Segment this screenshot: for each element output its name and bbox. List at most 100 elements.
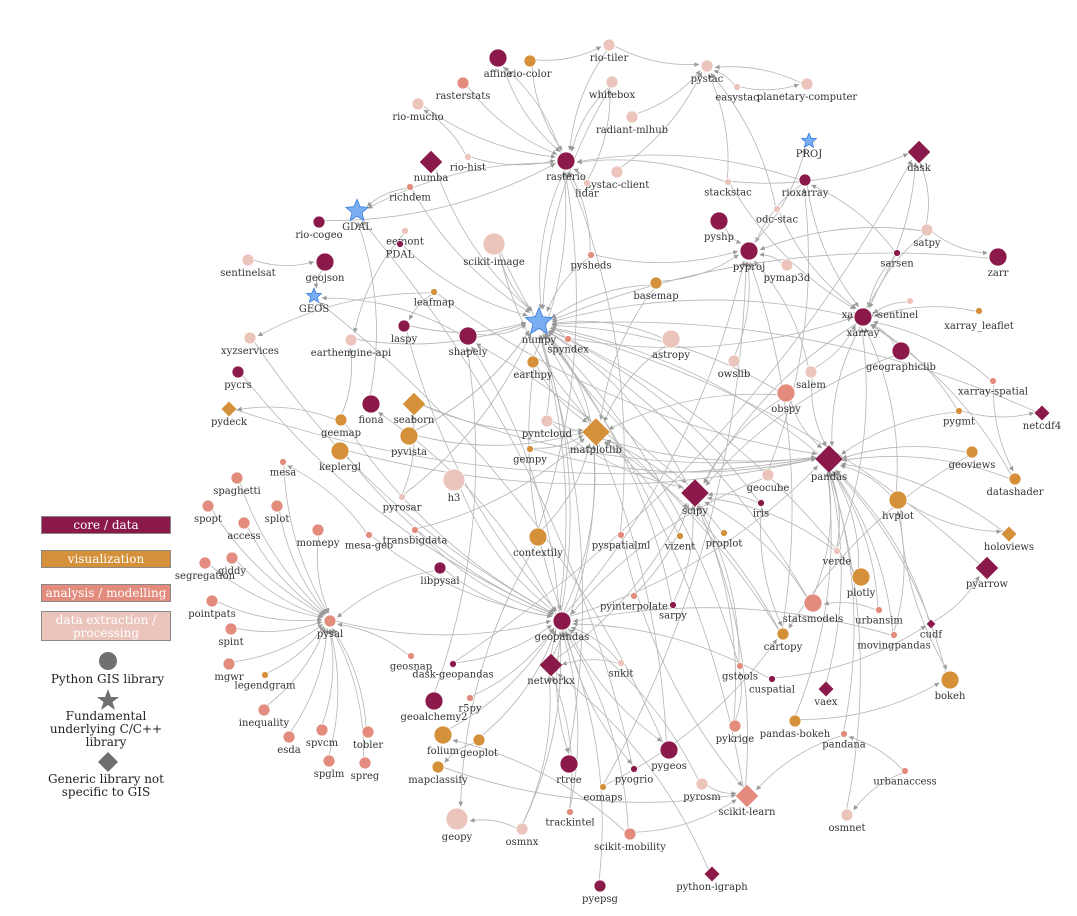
node-legendgram[interactable]: legendgram [235, 671, 296, 692]
node-iris[interactable]: iris [753, 499, 769, 520]
node-dask-geopandas[interactable]: dask-geopandas [412, 660, 494, 681]
node-pandas-bokeh[interactable]: pandas-bokeh [760, 714, 831, 740]
node-mapclassify[interactable]: mapclassify [408, 760, 468, 786]
node-mgwr[interactable]: mgwr [214, 657, 244, 683]
node-salem[interactable]: salem [796, 365, 826, 391]
node-rioxarray[interactable]: rioxarray [782, 173, 829, 199]
node-networkx[interactable]: networkx [527, 653, 575, 687]
node-spopt[interactable]: spopt [194, 499, 222, 525]
node-tobler[interactable]: tobler [353, 725, 384, 751]
node-keplergl[interactable]: keplergl [319, 441, 361, 473]
node-rasterio[interactable]: rasterio [546, 151, 586, 183]
node-richdem[interactable]: richdem [389, 183, 431, 204]
node-stackstac[interactable]: stackstac [704, 178, 752, 199]
node-geoplot[interactable]: geoplot [460, 733, 498, 759]
node-astropy[interactable]: astropy [652, 329, 690, 361]
node-rio-hist[interactable]: rio-hist [450, 153, 486, 174]
node-xarray-spatial[interactable]: xarray-spatial [958, 377, 1028, 398]
node-geopandas[interactable]: geopandas [535, 611, 590, 643]
node-pykrige[interactable]: pykrige [716, 719, 754, 745]
node-GEOS[interactable]: GEOS [299, 287, 329, 315]
node-urbansim[interactable]: urbansim [855, 606, 903, 627]
node-pyntcloud[interactable]: pyntcloud [522, 414, 573, 440]
node-spaghetti[interactable]: spaghetti [213, 471, 261, 497]
node-spint[interactable]: spint [218, 622, 244, 648]
node-earthengine-api[interactable]: earthengine-api [311, 333, 391, 359]
node-PROJ[interactable]: PROJ [796, 132, 822, 160]
node-geographiclib[interactable]: geographiclib [866, 341, 936, 373]
node-h3[interactable]: h3 [442, 468, 466, 504]
node-geoviews[interactable]: geoviews [949, 445, 996, 471]
node-bokeh[interactable]: bokeh [935, 670, 966, 702]
node-proplot[interactable]: proplot [706, 529, 743, 550]
node-sarsen[interactable]: sarsen [880, 249, 914, 270]
node-pystac[interactable]: pystac [691, 59, 724, 85]
node-momepy[interactable]: momepy [297, 523, 340, 549]
node-vizent[interactable]: vizent [664, 532, 696, 553]
node-plotly[interactable]: plotly [847, 567, 876, 599]
node-odc-stac[interactable]: odc-stac [756, 205, 799, 226]
node-rio-mucho[interactable]: rio-mucho [392, 97, 444, 123]
node-transbigdata[interactable]: transbigdata [383, 526, 448, 547]
node-shapely[interactable]: shapely [449, 326, 488, 358]
node-earthpy[interactable]: earthpy [513, 355, 553, 381]
node-folium[interactable]: folium [427, 725, 460, 757]
node-python-igraph[interactable]: python-igraph [676, 866, 748, 894]
node-pygmt[interactable]: pygmt [943, 407, 975, 428]
node-affine[interactable]: affine [484, 48, 513, 80]
node-easystac[interactable]: easystac [715, 83, 759, 104]
node-snkit[interactable]: snkit [609, 659, 634, 680]
node-sarpy[interactable]: sarpy [659, 601, 687, 622]
node-pyrosm[interactable]: pyrosm [683, 777, 721, 803]
node-sentinelsat[interactable]: sentinelsat [220, 253, 276, 279]
node-geopy[interactable]: geopy [442, 807, 473, 843]
node-rasterstats[interactable]: rasterstats [436, 76, 491, 102]
node-pysal[interactable]: pysal [317, 614, 343, 640]
node-radiant-mlhub[interactable]: radiant-mlhub [596, 110, 668, 136]
node-pandana[interactable]: pandana [822, 730, 866, 751]
node-rio-cogeo[interactable]: rio-cogeo [295, 215, 343, 241]
node-contextily[interactable]: contextily [513, 527, 563, 559]
node-planetary-computer[interactable]: planetary-computer [757, 77, 858, 103]
node-movingpandas[interactable]: movingpandas [857, 631, 931, 652]
node-pyogrio[interactable]: pyogrio [615, 765, 653, 786]
node-pyepsg[interactable]: pyepsg [582, 879, 619, 905]
node-access[interactable]: access [227, 516, 261, 542]
node-holoviews[interactable]: holoviews [984, 526, 1034, 554]
node-owslib[interactable]: owslib [718, 354, 751, 380]
node-vaex[interactable]: vaex [813, 681, 838, 709]
node-spvcm[interactable]: spvcm [306, 723, 339, 749]
node-pystac-client[interactable]: pystac-client [585, 165, 650, 191]
node-pointpats[interactable]: pointpats [188, 594, 236, 620]
node-geocube[interactable]: geocube [747, 468, 790, 494]
node-seaborn[interactable]: seaborn [394, 392, 435, 426]
node-xyzservices[interactable]: xyzservices [221, 331, 279, 357]
node-libpysal[interactable]: libpysal [420, 561, 460, 587]
node-gempy[interactable]: gempy [513, 445, 547, 466]
node-lidar[interactable]: lidar [575, 179, 599, 200]
node-basemap[interactable]: basemap [633, 276, 679, 302]
node-mesa[interactable]: mesa [270, 458, 297, 479]
node-rtree[interactable]: rtree [556, 754, 582, 786]
node-trackintel[interactable]: trackintel [545, 808, 595, 829]
node-dask[interactable]: dask [907, 140, 932, 174]
node-scikit-mobility[interactable]: scikit-mobility [594, 827, 666, 853]
node-datashader[interactable]: datashader [987, 472, 1044, 498]
node-numpy[interactable]: numpy [522, 306, 557, 346]
node-pandas[interactable]: pandas [811, 445, 847, 483]
node-pycrs[interactable]: pycrs [224, 365, 252, 391]
node-osmnx[interactable]: osmnx [506, 822, 539, 848]
node-leafmap[interactable]: leafmap [414, 288, 455, 309]
node-pygeos[interactable]: pygeos [651, 740, 687, 772]
node-obspy[interactable]: obspy [771, 383, 801, 415]
node-GDAL[interactable]: GDAL [342, 198, 372, 233]
node-splot[interactable]: splot [265, 499, 290, 525]
node-rio-tiler[interactable]: rio-tiler [590, 38, 629, 64]
node-fiona[interactable]: fiona [358, 394, 384, 426]
node-hvplot[interactable]: hvplot [882, 490, 914, 522]
node-pyarrow[interactable]: pyarrow [966, 556, 1009, 590]
node-gstools[interactable]: gstools [722, 662, 758, 683]
node-spreg[interactable]: spreg [351, 756, 380, 782]
node-laspy[interactable]: laspy [391, 319, 418, 345]
node-urbanaccess[interactable]: urbanaccess [873, 767, 937, 788]
